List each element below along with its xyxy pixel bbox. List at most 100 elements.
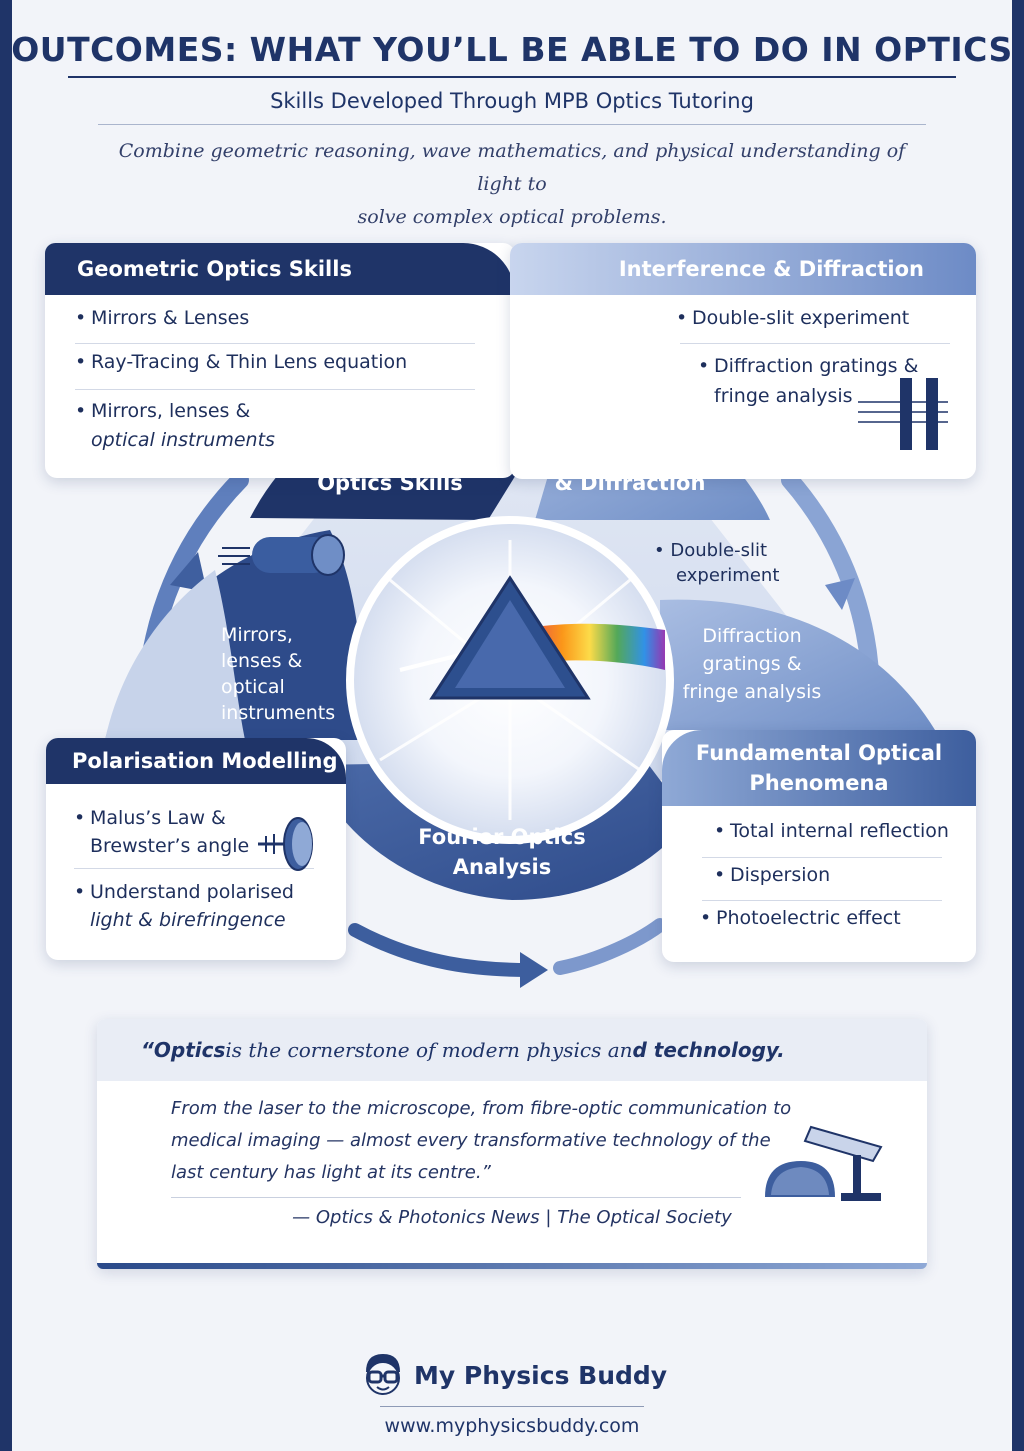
quote-headline: “Optics is the cornerstone of modern phy… [97, 1019, 927, 1081]
intro-line-2: solve complex optical problems. [357, 206, 667, 228]
list-item: Total internal reflection [714, 820, 949, 864]
polariser-icon [258, 817, 313, 871]
quote-line: medical imaging — almost every transform… [171, 1130, 771, 1151]
ring-arrow-left [170, 552, 207, 592]
wheel-text-line: Mirrors, [221, 624, 293, 646]
list-item-text: Ray-Tracing & Thin Lens equation [91, 351, 408, 373]
list-item: Mirrors, lenses & optical instruments [75, 397, 407, 455]
wheel-text-line: gratings & [702, 653, 802, 675]
wheel-label-interference: Interference & Diffraction [540, 438, 720, 498]
page-subtitle: Skills Developed Through MPB Optics Tuto… [270, 89, 754, 113]
card-separator [75, 389, 475, 390]
quote-line: From the laser to the microscope, from f… [171, 1098, 792, 1119]
wheel-label-line: Geometric [328, 441, 452, 465]
card-polarisation: Polarisation Modelling Malus’s Law & Bre… [46, 738, 346, 960]
buddy-face-icon [366, 1354, 400, 1395]
list-item-line: Diffraction gratings & [714, 355, 919, 377]
intro-text: Combine geometric reasoning, wave mathem… [100, 135, 924, 234]
outer-ring-bottom [348, 923, 537, 977]
list-item-text: Double-slit experiment [692, 307, 910, 329]
quote-body: From the laser to the microscope, from f… [171, 1093, 811, 1189]
card-separator [75, 343, 475, 344]
wheel-text-double-slit: • Double-slit experiment [654, 538, 779, 588]
wheel-text-span: Double-slit [670, 540, 768, 561]
wheel-label-line: Fourier Optics [418, 825, 586, 849]
wheel-label-line: Analysis [452, 855, 552, 879]
intro-line-1: Combine geometric reasoning, wave mathem… [118, 140, 906, 195]
card-fundamental: Fundamental Optical Phenomena Total inte… [662, 730, 976, 962]
quote-divider [171, 1197, 741, 1198]
brand-divider [380, 1406, 644, 1407]
wheel-label-geometric: Geometric Optics Skills [300, 438, 480, 498]
wheel-label-line: Interference [556, 441, 704, 465]
quote-footer-bar [97, 1263, 927, 1269]
card-geometric-optics: Geometric Optics Skills Mirrors & Lenses… [45, 243, 515, 478]
card-interference-title: Interference & Diffraction [618, 257, 924, 281]
list-item: Understand polarised light & birefringen… [74, 878, 294, 934]
slit-icon [858, 378, 948, 450]
quote-source: — Optics & Photonics News | The Optical … [292, 1207, 732, 1228]
wheel-text-line: • Double-slit [654, 540, 768, 561]
page-frame-left [0, 0, 12, 1451]
brand-logo: My Physics Buddy [360, 1352, 667, 1398]
quote-box: “Optics is the cornerstone of modern phy… [97, 1019, 927, 1269]
wheel-text-line: instruments [221, 702, 336, 724]
skills-diagram: Geometric Optics Skills Mirrors & Lenses… [0, 200, 1024, 1020]
quote-head-tail: d technology. [632, 1038, 785, 1062]
microscope-icon [765, 1125, 883, 1201]
card-polarisation-list: Malus’s Law & Brewster’s angle Understan… [74, 804, 294, 934]
wheel-text-line: experiment [654, 563, 779, 588]
card-separator [74, 868, 314, 869]
list-item-line: Brewster’s angle [90, 835, 250, 857]
wheel-text-line: Diffraction [702, 625, 802, 647]
list-item-line: optical instruments [91, 429, 275, 451]
card-geometric-title: Geometric Optics Skills [77, 257, 352, 281]
list-item-line: light & birefringence [90, 909, 286, 931]
page-title: OUTCOMES: WHAT YOU’LL BE ABLE TO DO IN O… [11, 30, 1013, 69]
card-interference: Interference & Diffraction Double-slit e… [510, 243, 976, 479]
list-item-line: Mirrors, lenses & [91, 400, 251, 422]
card-interference-list: Double-slit experiment [676, 307, 909, 353]
list-item-text: Total internal reflection [730, 820, 949, 842]
wheel-text-gratings: Diffraction gratings & fringe analysis [672, 622, 832, 706]
page-frame-right [1012, 0, 1024, 1451]
wheel-text-span: experiment [676, 565, 780, 586]
list-item-text: Dispersion [730, 864, 831, 886]
list-item: Malus’s Law & Brewster’s angle [74, 804, 294, 860]
wheel-text-line: optical [221, 676, 285, 698]
list-item: Photoelectric effect [700, 907, 901, 929]
list-item-text: Mirrors & Lenses [91, 307, 250, 329]
quote-head-mid: is the cornerstone of modern physics an [225, 1038, 633, 1062]
wheel-label-line: Optics Skills [317, 471, 463, 495]
list-item-line: Understand polarised [90, 881, 294, 903]
card-fundamental-list: Total internal reflection Dispersion [714, 820, 949, 907]
card-fundamental-list-2: Photoelectric effect [700, 907, 901, 929]
brand-url[interactable]: www.myphysicsbuddy.com [384, 1415, 640, 1437]
list-item: Mirrors & Lenses [75, 307, 407, 351]
card-fundamental-title-line1: Fundamental Optical [695, 741, 943, 765]
card-separator [702, 900, 942, 901]
subtitle-divider [98, 124, 926, 125]
card-polarisation-title: Polarisation Modelling [72, 749, 338, 773]
list-item: Double-slit experiment [676, 307, 909, 353]
card-polarisation-header: Polarisation Modelling [46, 738, 346, 784]
list-item: Ray-Tracing & Thin Lens equation [75, 351, 407, 397]
card-separator [702, 857, 942, 858]
list-item: Diffraction gratings & fringe analysis [698, 351, 918, 411]
title-divider [68, 76, 956, 78]
outer-ring-bottom-light [553, 918, 667, 975]
quote-head-pre: “Optics [141, 1038, 226, 1062]
card-separator [680, 343, 950, 344]
lens-cylinder-icon [218, 534, 345, 576]
list-item: Dispersion [714, 864, 949, 907]
list-item-text: Photoelectric effect [716, 907, 901, 929]
card-fundamental-title-line2: Phenomena [749, 771, 889, 795]
wheel-text-mirrors: Mirrors, lenses & optical instruments [221, 622, 335, 726]
quote-line: last century has light at its centre.” [171, 1162, 491, 1183]
brand-name: My Physics Buddy [414, 1360, 668, 1390]
ring-arrow-right [825, 578, 855, 610]
segment-left-light [105, 570, 245, 740]
ring-arrow-bottom [520, 952, 548, 988]
card-interference-list-2: Diffraction gratings & fringe analysis [698, 351, 918, 411]
card-geometric-header: Geometric Optics Skills [45, 243, 515, 295]
